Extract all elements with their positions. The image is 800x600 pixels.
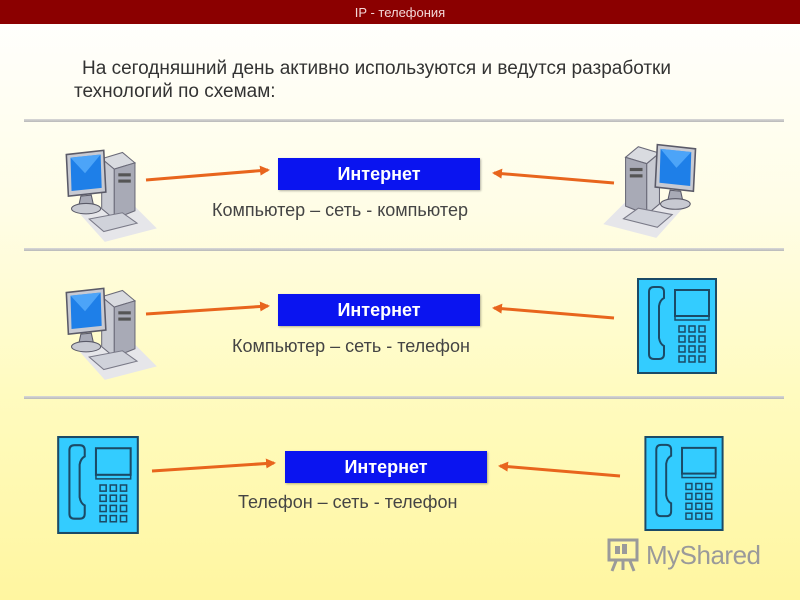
scheme-caption-3: Телефон – сеть - телефон xyxy=(238,492,458,512)
computer-icon xyxy=(58,278,162,382)
slide-header: IP - телефония xyxy=(0,0,800,24)
computer-icon xyxy=(598,134,704,240)
arrow-row3-right xyxy=(498,461,621,478)
divider-bottom xyxy=(24,396,784,399)
divider-top xyxy=(24,119,784,122)
divider-middle xyxy=(24,248,784,251)
watermark: MyShared xyxy=(606,535,761,575)
phone-icon xyxy=(56,436,140,534)
internet-box-3: Интернет xyxy=(285,451,487,483)
arrow-row2-right xyxy=(492,303,615,320)
phone-icon xyxy=(636,278,718,374)
scheme-caption-2: Компьютер – сеть - телефон xyxy=(232,336,470,356)
arrow-row2-left xyxy=(145,301,270,316)
internet-box-1: Интернет xyxy=(278,158,480,190)
arrow-row1-left xyxy=(145,165,270,182)
arrow-row3-left xyxy=(151,458,276,473)
watermark-text: MyShared xyxy=(646,539,761,570)
intro-text: На сегодняшний день активно используются… xyxy=(74,58,671,102)
presentation-board-icon xyxy=(607,538,639,572)
computer-icon xyxy=(58,140,162,244)
scheme-caption-1: Компьютер – сеть - компьютер xyxy=(212,200,468,220)
phone-icon xyxy=(642,436,726,531)
internet-box-2: Интернет xyxy=(278,294,480,326)
arrow-row1-right xyxy=(492,168,615,185)
